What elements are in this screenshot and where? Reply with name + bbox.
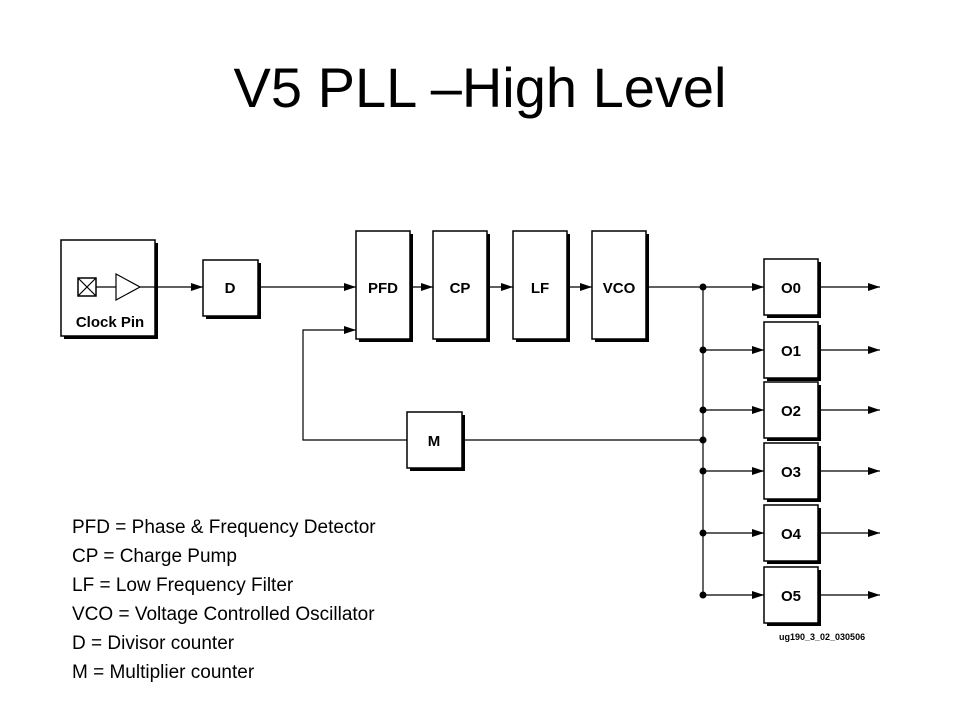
legend-item: D = Divisor counter <box>72 633 235 654</box>
feedback-wire <box>302 326 407 441</box>
pfd-label: PFD <box>368 280 398 297</box>
vco-label: VCO <box>603 280 636 297</box>
legend-item: VCO = Voltage Controlled Oscillator <box>72 604 375 625</box>
output-label: O2 <box>781 403 801 420</box>
legend-item: PFD = Phase & Frequency Detector <box>72 517 376 538</box>
divisor-counter-block: D <box>202 259 261 319</box>
output-block-o4: O4 <box>699 504 880 564</box>
pfd-block: PFD <box>355 230 413 342</box>
legend-item: M = Multiplier counter <box>72 662 255 683</box>
output-label: O5 <box>781 588 801 605</box>
lf-block: LF <box>512 230 570 342</box>
output-block-o2: O2 <box>699 381 880 441</box>
legend: PFD = Phase & Frequency Detector CP = Ch… <box>72 513 376 687</box>
legend-item: CP = Charge Pump <box>72 546 237 567</box>
output-label: O4 <box>781 526 802 543</box>
output-block-o3: O3 <box>699 442 880 502</box>
cp-label: CP <box>450 280 471 297</box>
output-label: O0 <box>781 280 801 297</box>
output-block-o1: O1 <box>699 321 880 381</box>
output-label: O1 <box>781 343 801 360</box>
pad-icon <box>77 277 97 297</box>
slide-title: V5 PLL –High Level <box>233 56 727 119</box>
lf-label: LF <box>531 280 549 297</box>
output-block-o0: O0 <box>699 258 880 318</box>
d-label: D <box>225 280 236 297</box>
legend-item: LF = Low Frequency Filter <box>72 575 294 596</box>
figure-reference: ug190_3_02_030506 <box>779 632 866 642</box>
cp-block: CP <box>432 230 490 342</box>
output-block-o5: O5 <box>699 566 880 626</box>
clock-pin-block: Clock Pin <box>60 239 158 339</box>
multiplier-counter-block: M <box>406 411 465 471</box>
vco-block: VCO <box>591 230 649 342</box>
buffer-icon <box>115 272 142 302</box>
clock-pin-label: Clock Pin <box>76 314 144 331</box>
output-label: O3 <box>781 464 801 481</box>
m-label: M <box>428 433 441 450</box>
